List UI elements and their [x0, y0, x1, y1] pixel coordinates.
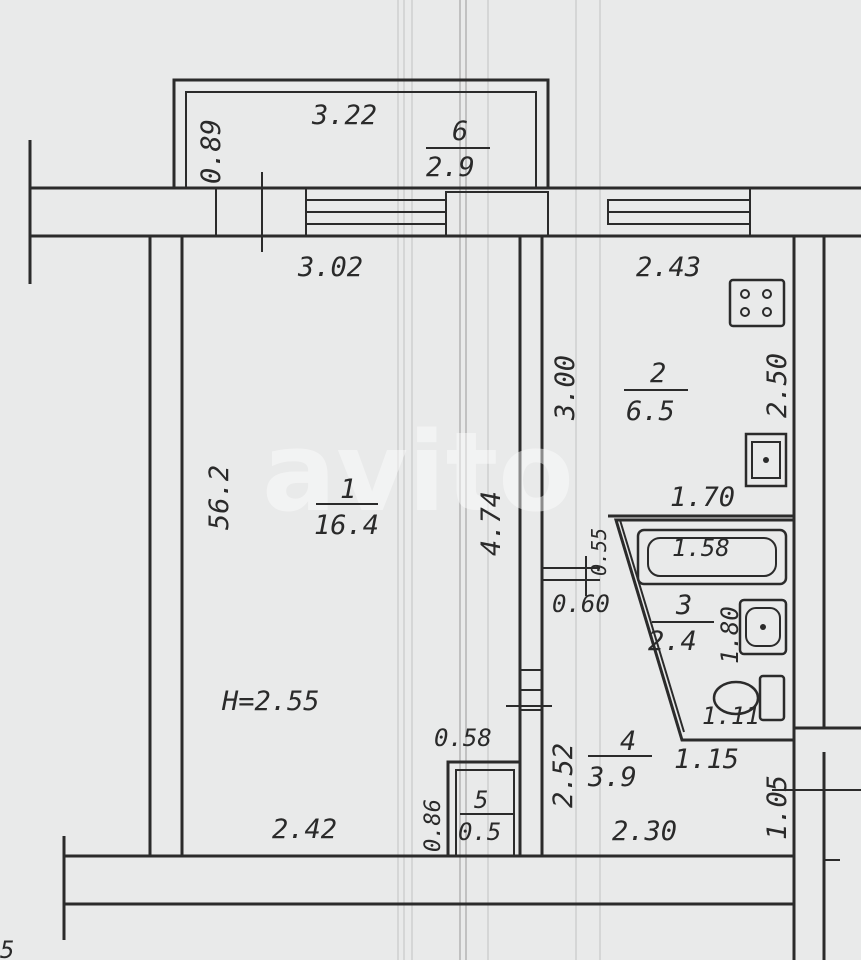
dim-balcony-height: 0.89: [196, 119, 227, 184]
svg-text:5: 5: [474, 786, 488, 814]
svg-text:1: 1: [340, 474, 356, 505]
room1-walls: [148, 236, 184, 858]
dim-bath-top: 1.70: [670, 482, 735, 513]
dim-room1-top: 3.02: [297, 252, 363, 283]
bathtub: [636, 528, 788, 586]
svg-text:2.9: 2.9: [426, 152, 475, 183]
dim-corridor-length: 4.74: [476, 491, 507, 556]
dim-room1-length: 56.2: [204, 465, 235, 530]
room-6-label: 6 2.9: [426, 116, 490, 183]
dim-bath-small: 0.55: [587, 528, 611, 576]
window-kitchen: [607, 199, 751, 225]
balcony-door: [445, 191, 549, 237]
window-room1: [305, 199, 447, 225]
dim-toilet-width: 1.11: [702, 702, 760, 730]
dim-hall-depth: 2.52: [548, 743, 579, 808]
svg-text:6: 6: [452, 116, 468, 147]
dim-closet-gap: 0.58: [434, 724, 492, 752]
watermark: avito: [262, 408, 574, 536]
ceiling-height: H=2.55: [221, 686, 320, 717]
room-5-label: 5 0.5: [458, 786, 514, 846]
svg-text:4: 4: [620, 726, 636, 757]
balcony-outline: [172, 78, 550, 190]
svg-text:2.4: 2.4: [648, 626, 697, 657]
corner-mark: 5: [0, 936, 14, 960]
dim-bath-offset: 0.60: [552, 590, 610, 618]
svg-text:6.5: 6.5: [626, 396, 675, 427]
bottom-wall: [62, 836, 794, 940]
dim-tub-length: 1.58: [672, 534, 730, 562]
stove: [728, 278, 786, 328]
svg-text:2: 2: [650, 358, 666, 389]
dim-bath-height: 1.80: [716, 606, 744, 664]
kitchen-sink: [744, 432, 788, 488]
svg-text:16.4: 16.4: [314, 510, 379, 541]
dim-entry-height: 1.05: [762, 775, 793, 840]
svg-text:3: 3: [675, 590, 692, 621]
dim-hall-bottom-width: 1.15: [674, 744, 739, 775]
toilet: [712, 674, 786, 722]
dim-room1-bottom: 2.42: [272, 814, 337, 845]
dim-balcony-width: 3.22: [311, 100, 377, 131]
dim-kitchen-depth-right: 2.50: [762, 353, 793, 418]
right-wall: [772, 236, 861, 960]
dim-closet-width: 0.86: [421, 799, 446, 852]
room-4-label: 4 3.9: [587, 726, 652, 793]
scan-streaks: [397, 0, 601, 960]
room-2-label: 2 6.5: [624, 358, 688, 427]
bath-sink: [738, 598, 788, 656]
partition-center: [506, 236, 552, 856]
room-3-label: 3 2.4: [648, 590, 714, 657]
dim-kitchen-depth-left: 3.00: [550, 355, 581, 421]
bathroom: [542, 514, 796, 742]
svg-text:0.5: 0.5: [458, 818, 501, 846]
room-1-label: 1 16.4: [314, 474, 379, 541]
svg-text:3.9: 3.9: [587, 762, 637, 793]
dim-kitchen-width: 2.43: [636, 252, 701, 283]
dim-hall-bottom: 2.30: [612, 816, 677, 847]
